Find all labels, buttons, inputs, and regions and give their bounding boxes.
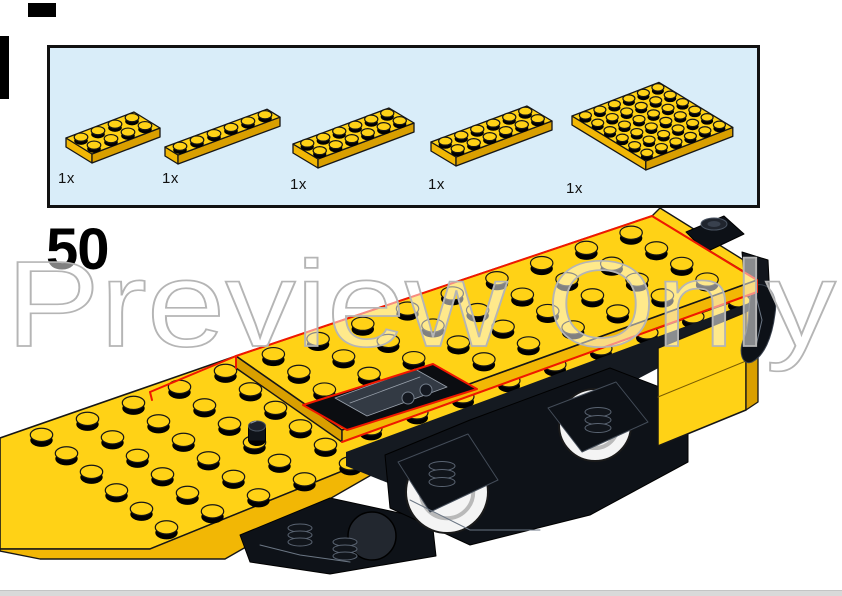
step-number: 50 [46, 217, 110, 282]
part-quantity-label: 1x [58, 170, 75, 187]
part-quantity-label: 1x [428, 176, 445, 193]
part-image-plate-2x4 [65, 111, 161, 164]
part-image-plate-1x6 [164, 108, 281, 165]
scan-artifact-mark [0, 36, 9, 99]
part-quantity-label: 1x [162, 170, 179, 187]
part-image-plate-6x6 [571, 81, 734, 171]
part-quantity-label: 1x [290, 176, 307, 193]
part-image-plate-2x6 [292, 107, 415, 169]
part-quantity-label: 1x [566, 180, 583, 197]
scan-artifact-mark [28, 3, 56, 17]
footer-bar [0, 590, 842, 596]
part-image-plate-2x6-b [430, 105, 553, 167]
